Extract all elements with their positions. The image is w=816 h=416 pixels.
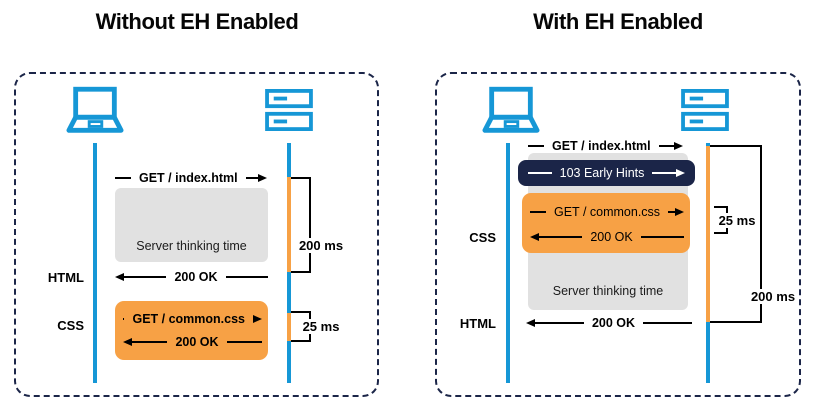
server-lifeline-busy xyxy=(706,146,710,322)
timing-total-label: 200 ms xyxy=(297,238,345,253)
message-ok-css: 200 OK xyxy=(123,334,262,350)
message-get-index: GET / index.html xyxy=(115,170,267,186)
arrow-line xyxy=(124,276,167,278)
message-ok-html: 200 OK xyxy=(526,315,692,331)
arrow-right-icon xyxy=(258,174,267,182)
arrow-left-icon xyxy=(526,319,535,327)
bracket-25ms-top-tick xyxy=(291,311,311,313)
right-panel-frame xyxy=(435,72,801,397)
server-lifeline-idle-bottom xyxy=(287,341,291,383)
arrow-tail xyxy=(643,322,692,324)
arrow-line xyxy=(658,145,674,147)
server-icon xyxy=(265,89,313,131)
arrow-tail xyxy=(530,211,546,213)
bracket-200ms-bottom-tick xyxy=(291,271,311,273)
timing-total-label: 200 ms xyxy=(748,289,798,304)
message-get-index: GET / index.html xyxy=(528,138,683,154)
server-thinking-label: Server thinking time xyxy=(136,239,247,253)
arrow-line xyxy=(652,172,677,174)
css-roundtrip-box: GET / common.css 200 OK xyxy=(115,301,268,360)
message-ok-css: 200 OK xyxy=(530,229,685,245)
arrow-tail xyxy=(225,276,268,278)
arrow-right-icon xyxy=(675,208,684,216)
message-label: 103 Early Hints xyxy=(559,166,645,180)
timing-css-label: 25 ms xyxy=(299,319,343,334)
arrow-tail xyxy=(528,145,544,147)
message-get-css: GET / common.css xyxy=(530,204,684,220)
arrow-line xyxy=(245,177,258,179)
message-ok-html: 200 OK xyxy=(115,269,268,285)
message-label: 200 OK xyxy=(175,335,219,349)
arrow-tail xyxy=(640,236,685,238)
arrow-tail xyxy=(226,341,262,343)
server-thinking-box: Server thinking time xyxy=(115,188,268,262)
html-row-label: HTML xyxy=(47,270,84,285)
server-lifeline-idle-bottom xyxy=(706,322,710,383)
bracket-200ms-top-tick xyxy=(291,177,311,179)
arrow-left-icon xyxy=(115,273,124,281)
message-get-css: GET / common.css xyxy=(123,311,262,327)
left-panel-title: Without EH Enabled xyxy=(95,9,299,34)
arrow-tail xyxy=(123,318,125,320)
bracket-200ms-line xyxy=(760,145,762,323)
bracket-200ms-bottom-tick xyxy=(710,321,762,323)
arrow-line xyxy=(132,341,168,343)
arrow-line xyxy=(539,236,583,238)
early-hints-box: 103 Early Hints xyxy=(518,160,695,186)
server-lifeline-busy-css xyxy=(287,313,291,341)
message-label: 200 OK xyxy=(591,316,636,330)
css-row-label: CSS xyxy=(469,230,496,245)
bracket-200ms-top-tick xyxy=(710,145,762,147)
message-label: GET / index.html xyxy=(139,171,238,185)
css-roundtrip-box: GET / common.css 200 OK xyxy=(522,193,690,253)
arrow-right-icon xyxy=(676,169,686,177)
arrow-line xyxy=(668,211,675,213)
message-label: GET / common.css xyxy=(132,312,245,326)
client-lifeline xyxy=(93,143,97,383)
left-panel-frame xyxy=(14,72,379,397)
server-lifeline-idle-top xyxy=(706,143,710,146)
arrow-right-icon xyxy=(674,142,683,150)
arrow-tail xyxy=(115,177,131,179)
laptop-icon xyxy=(66,86,124,133)
bracket-25ms-bottom-tick xyxy=(291,340,311,342)
message-label: 200 OK xyxy=(174,270,218,284)
arrow-left-icon xyxy=(123,338,132,346)
server-lifeline-idle-top xyxy=(287,143,291,177)
bracket-25ms-bottom-tick xyxy=(714,232,728,234)
bracket-200ms-line xyxy=(309,177,311,273)
arrow-line xyxy=(535,322,584,324)
right-panel-title: With EH Enabled xyxy=(533,9,703,34)
arrow-left-icon xyxy=(530,233,539,241)
bracket-25ms-top-tick xyxy=(714,206,728,208)
server-icon xyxy=(681,89,729,131)
server-lifeline-busy-html xyxy=(287,177,291,272)
server-lifeline-idle-mid xyxy=(287,272,291,313)
message-label: 200 OK xyxy=(590,230,633,244)
server-thinking-label: Server thinking time xyxy=(552,284,664,298)
message-label: GET / index.html xyxy=(552,139,651,153)
arrow-tail xyxy=(528,172,552,174)
arrow-right-icon xyxy=(253,315,262,323)
client-lifeline xyxy=(506,143,510,383)
timing-css-label: 25 ms xyxy=(715,213,759,228)
css-row-label: CSS xyxy=(57,318,84,333)
message-early-hints: 103 Early Hints xyxy=(528,165,686,181)
laptop-icon xyxy=(482,86,540,133)
message-label: GET / common.css xyxy=(554,205,661,219)
html-row-label: HTML xyxy=(459,316,496,331)
